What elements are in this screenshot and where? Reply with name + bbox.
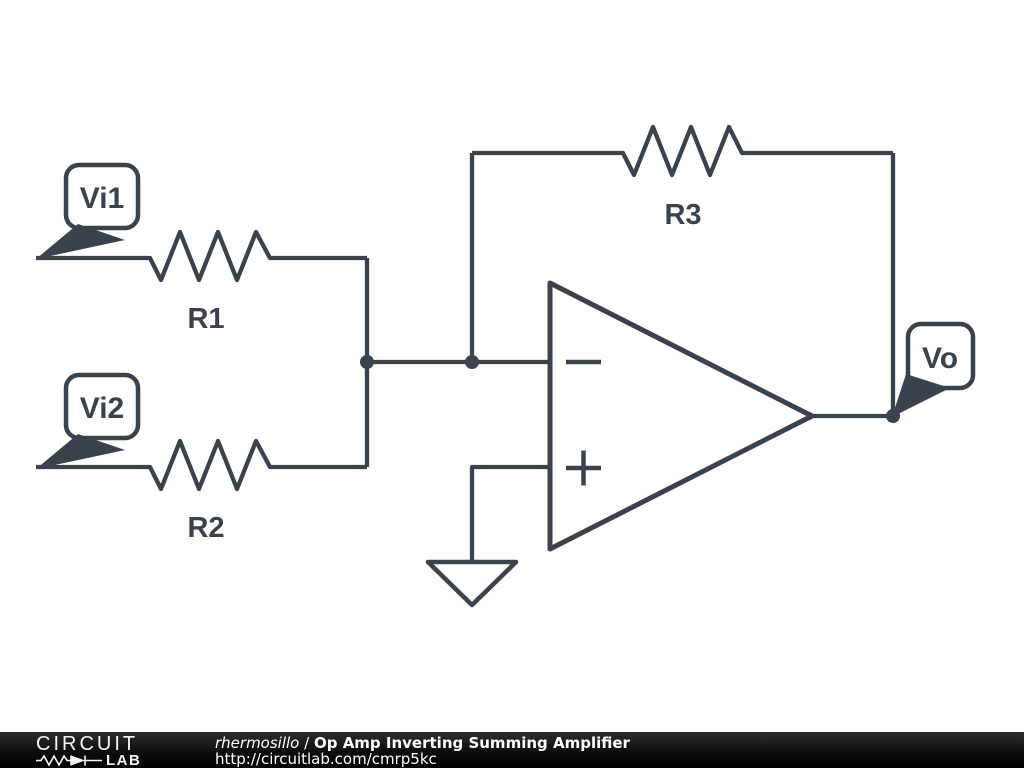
author-name: rhermosillo	[215, 734, 300, 752]
resistor-r2-label: R2	[187, 512, 224, 544]
byline-separator: /	[304, 734, 310, 752]
circuitlab-logo[interactable]: CIRCUIT LAB	[36, 734, 186, 768]
net-flag-vi2-label: Vi2	[80, 392, 125, 425]
ground-icon[interactable]	[425, 559, 519, 608]
resistor-diode-icon	[36, 754, 102, 767]
footer-bar: CIRCUIT LAB rhermosillo / Op Amp Inverti…	[0, 732, 1024, 768]
net-flag-vi2-tail	[36, 434, 125, 469]
wire-noninverting-to-ground	[469, 464, 550, 562]
net-flag-vi1-tail	[36, 224, 125, 259]
resistor-r2[interactable]	[36, 438, 367, 492]
net-flag-vo-label: Vo	[922, 342, 958, 375]
net-flag-vo-tail	[892, 374, 950, 417]
schematic-url[interactable]: http://circuitlab.com/cmrp5kc	[215, 750, 437, 768]
circuitlab-logo-lab: LAB	[106, 752, 142, 768]
net-flag-vi2-box[interactable]	[63, 372, 141, 441]
net-flag-vi1-label: Vi1	[80, 182, 125, 215]
wires	[364, 153, 896, 562]
junction-dot	[886, 409, 900, 423]
opamp-body[interactable]	[547, 280, 815, 552]
resistor-r1[interactable]	[36, 229, 367, 283]
footer-meta: rhermosillo / Op Amp Inverting Summing A…	[215, 735, 630, 767]
resistor-r3-body[interactable]	[472, 124, 893, 178]
schematic-title: Op Amp Inverting Summing Amplifier	[313, 734, 630, 752]
resistor-r2-body[interactable]	[36, 438, 367, 492]
circuit-canvas: Vi1 Vi2 Vo R1 R2 R3	[36, 124, 976, 608]
resistor-r3[interactable]	[472, 124, 893, 178]
junction-dot	[360, 355, 374, 369]
circuitlab-logo-wordmark: CIRCUIT	[36, 733, 139, 755]
net-flag-vi1-box[interactable]	[63, 162, 141, 231]
resistor-r3-label: R3	[664, 199, 701, 231]
resistor-r1-body[interactable]	[36, 229, 367, 283]
plus-icon	[566, 450, 601, 486]
junction-dot	[465, 355, 479, 369]
resistor-r1-label: R1	[187, 303, 224, 335]
schematic-byline: rhermosillo / Op Amp Inverting Summing A…	[215, 735, 630, 751]
